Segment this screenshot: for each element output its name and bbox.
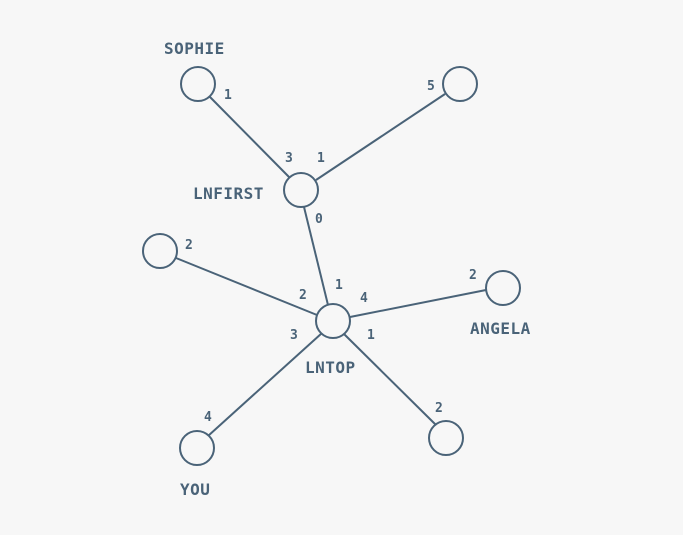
port-lnfirst-1: 1 [317, 151, 325, 166]
edge-bottomright-lntop [343, 333, 437, 426]
node-lntop[interactable] [315, 303, 351, 339]
edge-lnfirst-lntop [303, 206, 329, 306]
port-lnfirst-3: 3 [285, 151, 293, 166]
label-you: YOU [180, 480, 210, 499]
label-lntop: LNTOP [305, 358, 356, 377]
port-you-4: 4 [204, 410, 212, 425]
node-bottom-right[interactable] [428, 420, 464, 456]
port-left-2: 2 [185, 238, 193, 253]
edge-you-lntop [207, 332, 323, 437]
port-lntop-1-bottom: 1 [367, 328, 375, 343]
edge-topright-lnfirst [315, 93, 446, 181]
port-topright-5: 5 [427, 79, 435, 94]
edge-left-lntop [175, 257, 318, 316]
node-angela[interactable] [485, 270, 521, 306]
port-lntop-1-top: 1 [335, 278, 343, 293]
label-angela: ANGELA [470, 319, 531, 338]
port-lntop-3: 3 [290, 328, 298, 343]
edge-angela-lntop [349, 289, 487, 318]
node-top-right[interactable] [442, 66, 478, 102]
node-lnfirst[interactable] [283, 172, 319, 208]
port-lntop-4: 4 [360, 291, 368, 306]
port-lntop-2: 2 [299, 288, 307, 303]
node-sophie[interactable] [180, 66, 216, 102]
port-sophie-1: 1 [224, 88, 232, 103]
label-sophie: SOPHIE [164, 39, 225, 58]
port-lnfirst-0: 0 [315, 212, 323, 227]
port-bottomright-2: 2 [435, 401, 443, 416]
node-you[interactable] [179, 430, 215, 466]
label-lnfirst: LNFIRST [193, 184, 264, 203]
edge-sophie-lnfirst [208, 95, 291, 179]
node-left[interactable] [142, 233, 178, 269]
port-angela-2: 2 [469, 268, 477, 283]
